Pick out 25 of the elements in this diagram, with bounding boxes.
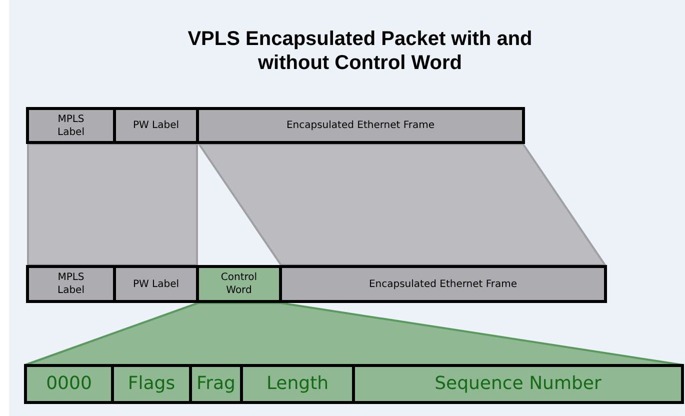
- packet-field: [26, 107, 116, 144]
- field-label: PW Label: [132, 278, 180, 290]
- field-label: PW Label: [132, 119, 180, 132]
- packet-field: [279, 265, 607, 303]
- diagram-title: VPLS Encapsulated Packet with and without Control Word: [186, 27, 534, 75]
- control-word-field: [352, 364, 684, 404]
- field-label: Frag: [196, 374, 236, 394]
- packet-field: [26, 265, 116, 303]
- packet-field: [196, 107, 525, 144]
- field-label: Length: [266, 374, 329, 394]
- field-label: Encapsulated Ethernet Frame: [286, 119, 435, 132]
- field-label: Flags: [128, 374, 176, 394]
- packet-field: [113, 107, 199, 144]
- control-word-field: [189, 364, 243, 404]
- field-label: 0000: [46, 374, 92, 394]
- control-word-field: [240, 364, 355, 404]
- field-label: Control Word: [220, 271, 258, 297]
- control-word-field: [196, 265, 282, 303]
- control-word-field: [111, 364, 192, 404]
- field-label: MPLS Label: [56, 112, 86, 138]
- field-label: Encapsulated Ethernet Frame: [368, 278, 518, 290]
- control-word-field: [24, 364, 114, 404]
- field-label: Sequence Number: [434, 374, 602, 394]
- field-label: MPLS Label: [56, 271, 86, 297]
- packet-field: [113, 265, 199, 303]
